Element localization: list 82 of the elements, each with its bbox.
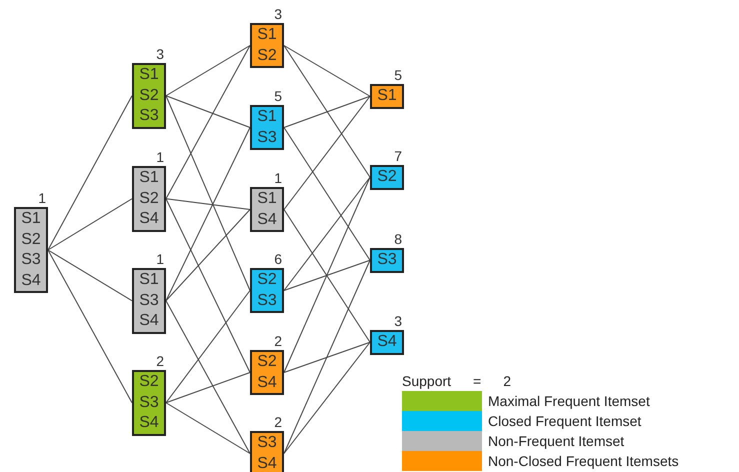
item-label: S3 [139, 106, 159, 126]
support-count: 2 [156, 353, 164, 369]
item-label: S2 [257, 46, 277, 66]
item-label: S4 [139, 311, 159, 331]
support-count: 2 [274, 333, 282, 349]
connector-line [166, 45, 250, 96]
connector-line [284, 127, 370, 261]
item-label: S4 [257, 210, 277, 230]
support-count: 5 [274, 88, 282, 104]
item-label: S1 [257, 107, 277, 127]
item-label: S2 [139, 86, 159, 106]
item-label: S3 [139, 290, 159, 310]
connector-line [166, 290, 250, 404]
connector-line [48, 250, 132, 302]
connector-line [166, 209, 250, 302]
item-label: S3 [139, 392, 159, 412]
item-label: S1 [377, 86, 397, 106]
connector-line [284, 342, 370, 373]
item-label: S1 [139, 168, 159, 188]
support-count: 3 [394, 313, 402, 329]
item-label: S1 [21, 209, 41, 229]
item-label: S2 [21, 230, 41, 250]
support-count: 3 [156, 46, 164, 62]
item-label: S4 [257, 454, 277, 472]
item-label: S3 [21, 250, 41, 270]
item-label: S2 [257, 352, 277, 372]
connector-line [166, 372, 250, 404]
item-label: S3 [257, 290, 277, 310]
connector-line [166, 127, 250, 302]
connector-line [166, 402, 250, 454]
connector-line [284, 45, 370, 97]
connector-line [166, 198, 250, 210]
support-count: 1 [156, 149, 164, 165]
support-count: 8 [394, 231, 402, 247]
item-label: S1 [257, 25, 277, 45]
connector-line [166, 45, 250, 200]
legend-label: Non-Closed Frequent Itemsets [488, 452, 679, 470]
support-count: 1 [156, 251, 164, 267]
connector-line [284, 176, 370, 373]
item-label: S3 [257, 433, 277, 453]
connector-line [166, 95, 250, 128]
connector-line [48, 250, 132, 404]
item-label: S3 [377, 250, 397, 270]
support-count: 6 [274, 251, 282, 267]
item-label: S1 [139, 65, 159, 85]
connector-line [166, 198, 250, 373]
support-count: 1 [274, 170, 282, 186]
support-count: 5 [394, 67, 402, 83]
item-label: S1 [257, 189, 277, 209]
connector-line [284, 209, 370, 343]
connector-line [284, 176, 370, 291]
item-label: S4 [257, 372, 277, 392]
support-count: 3 [274, 6, 282, 22]
connector-line [284, 96, 370, 128]
connector-line [48, 198, 132, 250]
legend-label: Maximal Frequent Itemset [488, 392, 650, 410]
connector-line [166, 95, 250, 291]
item-label: S2 [257, 270, 277, 290]
legend-label: Non-Frequent Itemset [488, 432, 624, 450]
item-label: S4 [21, 270, 41, 290]
connector-line [284, 260, 370, 454]
support-count: 1 [38, 190, 46, 206]
item-label: S2 [377, 167, 397, 187]
support-label: 2 [503, 373, 512, 390]
connector-line [284, 260, 370, 291]
support-label: = [473, 373, 482, 390]
item-label: S4 [139, 413, 159, 433]
item-label: S3 [257, 128, 277, 148]
connector-line [48, 95, 132, 250]
item-label: S4 [377, 332, 397, 352]
connector-line [284, 96, 370, 210]
item-label: S4 [139, 209, 159, 229]
item-label: S1 [139, 270, 159, 290]
support-count: 2 [274, 414, 282, 430]
connector-line [166, 300, 250, 454]
support-label: Support [402, 373, 452, 390]
support-count: 7 [394, 148, 402, 164]
legend-label: Closed Frequent Itemset [488, 412, 642, 430]
connector-line [284, 342, 370, 454]
connector-line [284, 45, 370, 178]
item-label: S2 [139, 188, 159, 208]
item-label: S2 [139, 372, 159, 392]
